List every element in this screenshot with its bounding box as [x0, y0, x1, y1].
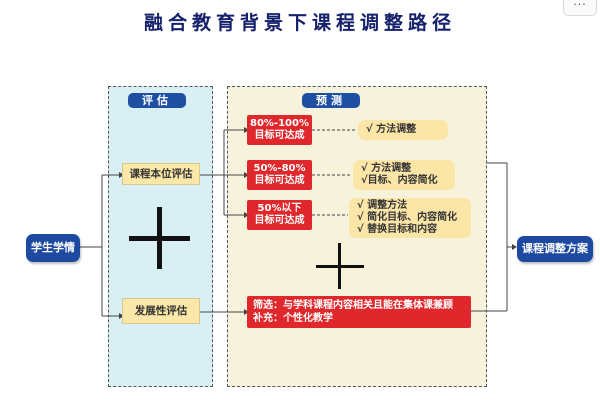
plan-node: 课程调整方案 — [517, 236, 593, 262]
evaluation-label: 评估 — [128, 93, 186, 108]
prediction-high: 80%-100% 目标可达成 — [247, 115, 312, 145]
prediction-low-desc: 目标可达成 — [254, 215, 305, 226]
note-low-item: √ 替换目标和内容 — [357, 224, 438, 235]
note-mid-item: √目标、内容简化 — [361, 175, 438, 186]
prediction-label: 预测 — [302, 93, 360, 108]
dev-eval-node: 发展性评估 — [122, 298, 200, 324]
prediction-mid-range: 50%-80% — [253, 163, 306, 174]
prediction-high-desc: 目标可达成 — [254, 130, 305, 141]
note-mid-item: √ 方法调整 — [361, 163, 412, 174]
screening-box: 筛选：与学科课程内容相关且能在集体课兼顾 补充：个性化教学 — [247, 296, 471, 328]
course-eval-node: 课程本位评估 — [122, 163, 200, 185]
note-mid: √ 方法调整 √目标、内容简化 — [353, 160, 455, 190]
student-node: 学生学情 — [26, 234, 80, 262]
prediction-low: 50%以下 目标可达成 — [247, 200, 312, 230]
prediction-mid-desc: 目标可达成 — [254, 175, 305, 186]
prediction-low-range: 50%以下 — [257, 203, 302, 214]
supplement-line: 补充：个性化教学 — [253, 313, 333, 324]
prediction-high-range: 80%-100% — [250, 118, 309, 129]
more-options-icon[interactable]: ··· — [563, 0, 597, 16]
note-high-item: √ 方法调整 — [366, 124, 417, 135]
plus-sign-left-h — [129, 236, 190, 241]
prediction-mid: 50%-80% 目标可达成 — [247, 160, 312, 190]
page-title: 融合教育背景下课程调整路径 — [143, 12, 456, 34]
note-high: √ 方法调整 — [358, 120, 448, 140]
note-low-item: √ 简化目标、内容简化 — [357, 212, 458, 223]
note-low: √ 调整方法 √ 简化目标、内容简化 √ 替换目标和内容 — [349, 198, 471, 238]
plus-sign-right-h — [316, 265, 364, 268]
note-low-item: √ 调整方法 — [357, 200, 408, 211]
screening-line: 筛选：与学科课程内容相关且能在集体课兼顾 — [253, 300, 453, 311]
